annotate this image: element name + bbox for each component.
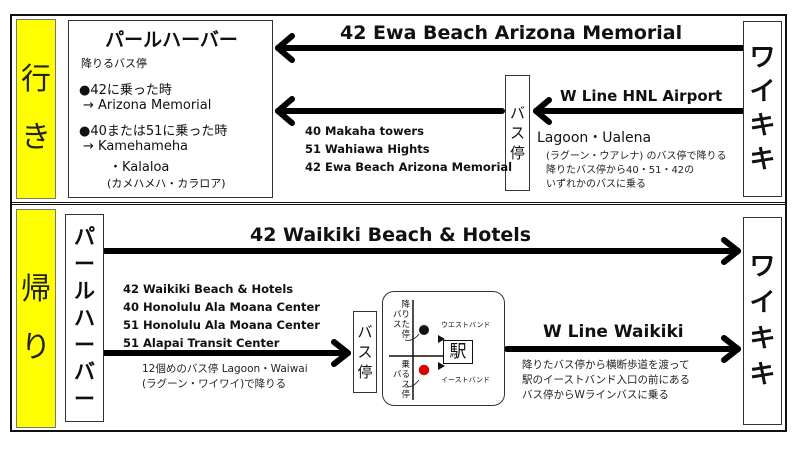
return-wline-note: 降りたバス停から横断歩道を渡って 駅のイーストバンド入口の前にある バス停からW… (522, 358, 690, 403)
board-stop-label: 乗 バる ス 停 (392, 360, 410, 400)
transfer-note-line: いずれかのバスに乗る (546, 179, 646, 190)
return-direct-route-label: 42 Waikiki Beach & Hotels (250, 224, 532, 246)
outbound-label-char: 行 (21, 62, 51, 97)
station-box: 駅 (443, 340, 473, 364)
route40-51-heading: ●40または51に乗った時 (79, 124, 228, 139)
alight-label-line: 降 (401, 300, 410, 310)
alight-label-line: スた (392, 320, 410, 330)
transfer-note: (ラグーン・ウアレナ) のバス停で降りる 降りたバス停から40・51・42の い… (546, 150, 726, 192)
transfer-note-line: (ラグーン・ウアレナ) のバス停で降りる (546, 151, 727, 162)
return-label-char: り (21, 329, 51, 365)
route40-51-stop-line1: → Kamehameha (83, 139, 189, 154)
board-stop-dot (418, 364, 430, 376)
station-map: 降 バり スた 停 乗 バる ス 停 ウエストバンド イーストバンド 駅 (382, 291, 505, 406)
arrowhead-outbound-transfer (275, 96, 295, 126)
board-label-line: ス (401, 380, 410, 390)
westbound-entrance-marker (438, 335, 445, 343)
pearl-harbor-destination-box: パールハーバー 降りるバス停 ●42に乗った時 → Arizona Memori… (68, 20, 273, 198)
waikiki-char: キ (749, 145, 776, 175)
wline-note-line: 駅のイーストバンド入口の前にある (522, 374, 690, 386)
board-label-line: バる (392, 370, 410, 380)
board-pointer (404, 379, 420, 388)
wline-note-line: 降りたバス停から横断歩道を渡って (522, 359, 690, 371)
alight-stop-label: 降 バり スた 停 (392, 300, 410, 340)
waikiki-char: イ (749, 77, 776, 107)
board-label-line: 乗 (401, 360, 410, 370)
route42-stop: → Arizona Memorial (83, 98, 212, 113)
outbound-bus-stop-box: バ ス 停 (505, 75, 530, 191)
alight-label-line: 停 (401, 330, 410, 340)
eastbound-entrance-marker (438, 362, 445, 370)
alight-stop-dot (419, 325, 429, 335)
alight-stop-subtitle: 降りるバス停 (81, 57, 147, 70)
station-map-lines (389, 300, 445, 400)
waikiki-char: ワ (749, 252, 776, 282)
alight-note-line: (ラグーン・ワイワイ)で降りる (142, 378, 287, 390)
section-divider (10, 202, 787, 205)
alight-note-line: 12個めのバス停 Lagoon・Waiwai (142, 363, 308, 375)
bus-stop-char: ス (509, 124, 525, 142)
return-label-char: 帰 (21, 271, 51, 307)
pearl-harbor-title: パールハーバー (105, 29, 238, 51)
return-route-item: 42 Waikiki Beach & Hotels (123, 282, 294, 296)
pearl-harbor-char: ー (74, 251, 95, 276)
return-pearl-harbor-origin-box: パ ー ル ハ ー バ ー (65, 214, 104, 422)
pearl-harbor-char: ハ (74, 305, 95, 330)
arrowhead-outbound-direct (275, 33, 295, 63)
outbound-direct-route-label: 42 Ewa Beach Arizona Memorial (340, 22, 683, 44)
return-bus-stop-box: バ ス 停 (353, 311, 377, 393)
pearl-harbor-char: ル (74, 278, 95, 303)
bus-stop-char: バ (509, 104, 525, 122)
wline-note-line: バス停からWラインバスに乗る (522, 389, 669, 401)
alight-pointer (404, 333, 420, 341)
return-route-item: 51 Honolulu Ala Moana Center (123, 318, 320, 332)
bus-stop-char: バ (357, 323, 373, 341)
eastbound-label: イーストバンド (441, 376, 490, 384)
outbound-transfer-route-list: 40 Makaha towers 51 Wahiawa Hights 42 Ew… (305, 122, 512, 176)
waikiki-char: イ (749, 288, 776, 318)
return-section-label: 帰 り (16, 209, 56, 428)
outbound-label-char: き (21, 120, 51, 155)
waikiki-char: キ (749, 324, 776, 354)
pearl-harbor-char: パ (74, 224, 95, 249)
transfer-route-item: 42 Ewa Beach Arizona Memorial (305, 160, 513, 174)
westbound-label: ウエストバンド (441, 321, 491, 329)
pearl-harbor-char: バ (74, 359, 95, 384)
pearl-harbor-char: ー (74, 332, 95, 357)
transfer-route-item: 51 Wahiawa Hights (305, 142, 430, 156)
return-route-list: 42 Waikiki Beach & Hotels 40 Honolulu Al… (123, 280, 320, 352)
outbound-section-label: 行 き (16, 19, 56, 199)
alight-label-line: バり (392, 310, 410, 320)
arrowhead-outbound-wline (533, 97, 552, 125)
return-route-item: 51 Alapai Transit Center (123, 336, 280, 350)
return-alight-note: 12個めのバス停 Lagoon・Waiwai (ラグーン・ワイワイ)で降りる (142, 362, 308, 392)
transfer-stop-name: Lagoon・Ualena (537, 130, 652, 146)
transfer-route-item: 40 Makaha towers (305, 124, 424, 138)
diagram-frame (10, 14, 787, 432)
route42-heading: ●42に乗った時 (79, 83, 172, 98)
route40-51-stop-line2: ・Kalaloa (109, 160, 170, 175)
return-wline-label: W Line Waikiki (543, 322, 684, 342)
return-route-item: 40 Honolulu Ala Moana Center (123, 300, 320, 314)
route40-51-stop-reading: (カメハメハ・カラロア) (107, 177, 226, 190)
bus-stop-char: 停 (357, 363, 373, 381)
waikiki-char: キ (749, 360, 776, 390)
bus-stop-char: 停 (509, 144, 525, 162)
arrowhead-return-direct (721, 237, 741, 265)
return-waikiki-destination-box: ワ イ キ キ (743, 217, 782, 425)
arrowhead-return-wline (721, 335, 741, 363)
waikiki-char: キ (749, 111, 776, 141)
outbound-waikiki-origin-box: ワ イ キ キ (743, 21, 782, 197)
waikiki-char: ワ (749, 43, 776, 73)
transfer-note-line: 降りたバス停から40・51・42の (546, 165, 695, 176)
board-label-line: 停 (401, 390, 410, 400)
outbound-wline-label: W Line HNL Airport (560, 87, 723, 105)
pearl-harbor-char: ー (74, 386, 95, 411)
arrowhead-return-to-busstop (331, 339, 351, 367)
bus-stop-char: ス (357, 343, 373, 361)
